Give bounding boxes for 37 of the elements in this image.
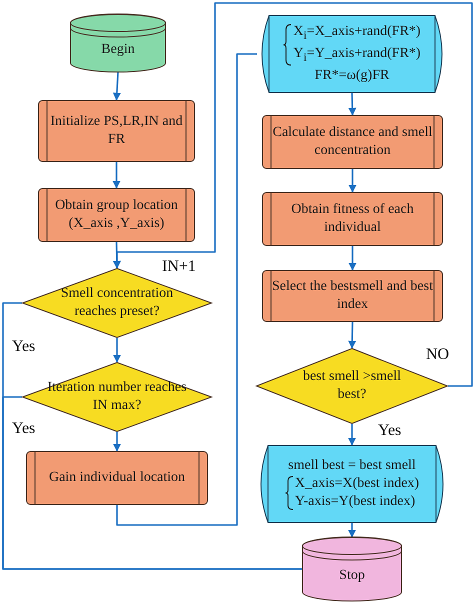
node-text: Obtain fitness of each individual: [290, 201, 415, 237]
node-text: Stop: [339, 567, 365, 585]
process-box: [262, 115, 443, 169]
connector-arrow: [348, 169, 356, 193]
node-text: FR*=ω(g)FR: [314, 66, 390, 85]
node-text: best smell >smell best?: [302, 368, 402, 404]
node-text: X$_{i}$=X_axis+rand(FR*): [293, 23, 421, 44]
process-box: [38, 100, 195, 162]
connector-arrow: [113, 432, 121, 452]
connector-arrow: [112, 72, 121, 101]
terminal-cylinder: [302, 537, 402, 601]
connector-arrow: [348, 92, 356, 116]
connector-arrow: [348, 424, 356, 446]
node-text: Smell concentration reaches preset?: [60, 285, 174, 321]
connector-arrow: [113, 338, 121, 363]
terminal-cylinder: [70, 14, 166, 72]
node-text: Obtain group location (X_axis ,Y_axis): [54, 197, 179, 233]
node-text: X_axis=X(best index): [294, 475, 420, 493]
process-box: [262, 270, 443, 322]
connector-arrow: [348, 246, 356, 271]
node-text: Y-axis=Y(best index): [294, 493, 416, 511]
process-box: [262, 192, 443, 246]
process-box: [26, 451, 208, 505]
node-text: Gain individual location: [48, 469, 186, 487]
connector-arrow: [113, 2, 473, 387]
process-box: [38, 188, 195, 242]
decision-diamond: [256, 348, 448, 424]
node-text: Begin: [101, 41, 135, 59]
connector-arrow: [348, 322, 356, 349]
node-text: Initialize PS,LR,IN and FR: [49, 113, 184, 149]
node-text: Y$_{i}$=Y_axis+rand(FR*): [293, 45, 421, 66]
node-text: Iteration number reaches IN max?: [47, 379, 187, 415]
node-text: Calculate distance and smell concentration: [272, 124, 433, 160]
connector-arrow: [348, 523, 356, 538]
connector-arrow: [112, 162, 120, 189]
node-text: Select the bestsmell and best index: [272, 278, 433, 314]
node-text: smell best = best smell: [288, 457, 416, 475]
